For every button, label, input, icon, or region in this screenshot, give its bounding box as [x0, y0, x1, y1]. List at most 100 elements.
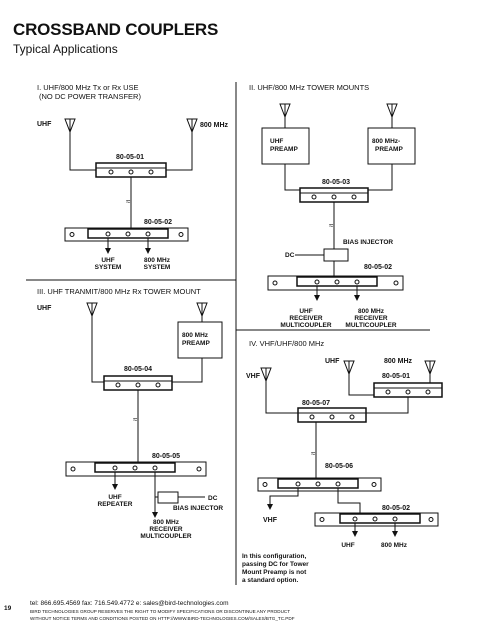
cable: [284, 164, 300, 191]
dc-label: DC: [208, 495, 218, 502]
bias-injector-box: [157, 491, 179, 504]
connector: [125, 231, 131, 237]
connector: [334, 279, 340, 285]
cable: [337, 488, 361, 513]
antenna-icon: [343, 360, 355, 375]
footer-contact: tel: 866.695.4569 fax: 716.549.4772 e: s…: [30, 600, 229, 607]
output-label: MULTICOUPLER: [140, 533, 191, 540]
cable: [91, 316, 104, 383]
page-number: 19: [4, 605, 12, 612]
connector: [108, 169, 114, 175]
800mhz-label: 800 MHz: [200, 122, 229, 129]
uhf-preamp-box: [261, 127, 310, 165]
connector: [155, 382, 161, 388]
connector: [372, 516, 378, 522]
arrow-down-icon: [152, 512, 158, 518]
connector: [112, 465, 118, 471]
connector: [115, 382, 121, 388]
arrow-down-icon: [112, 484, 118, 490]
mount-hole: [319, 517, 325, 522]
mount-hole: [393, 280, 399, 286]
dc-label: DC: [285, 252, 295, 259]
antenna-icon: [279, 103, 291, 118]
output-label: UHF: [108, 494, 121, 501]
preamp-label: PREAMP: [182, 340, 210, 347]
vhf-label: VHF: [263, 517, 278, 524]
coupler-box-80-05-02: [339, 513, 421, 524]
cable: [69, 132, 96, 171]
connector: [152, 465, 158, 471]
arrow-down-icon: [352, 531, 358, 537]
output-label: REPEATER: [98, 501, 133, 508]
connector: [295, 481, 301, 487]
arrow-down-icon: [145, 248, 151, 254]
connector: [405, 389, 411, 395]
connector: [132, 465, 138, 471]
mount-hole: [428, 517, 434, 522]
section-3-heading: III. UHF TRANMIT/800 MHz Rx TOWER MOUNT: [37, 287, 201, 296]
preamp-label: PREAMP: [375, 146, 403, 153]
output-label: UHF: [299, 308, 312, 315]
section-2-heading: II. UHF/800 MHz TOWER MOUNTS: [249, 83, 369, 92]
mount-hole: [371, 482, 377, 487]
connector: [128, 169, 134, 175]
antenna-icon: [86, 302, 98, 317]
part-label: 80-05-03: [322, 179, 350, 186]
part-label: 80-05-01: [116, 154, 144, 161]
cable-break-icon: ≈: [329, 221, 334, 230]
section-1-heading: I. UHF/800 MHz Tx or Rx USE: [37, 83, 139, 92]
part-label: 80-05-02: [382, 505, 410, 512]
uhf-label: UHF: [325, 358, 340, 365]
bias-injector-label: BIAS INJECTOR: [343, 239, 393, 246]
coupler-box-80-05-06: [277, 478, 359, 489]
preamp-label: PREAMP: [270, 146, 298, 153]
part-label: 80-05-06: [325, 463, 353, 470]
connector: [314, 279, 320, 285]
antenna-icon: [196, 302, 208, 317]
section-4-heading: IV. VHF/UHF/800 MHz: [249, 339, 324, 348]
part-label: 80-05-04: [124, 366, 152, 373]
coupler-box-80-05-05: [94, 462, 176, 473]
preamp-label: 800 MHz: [182, 332, 209, 339]
mount-hole: [196, 466, 202, 472]
connector: [352, 516, 358, 522]
mount-hole: [178, 232, 184, 237]
output-label: RECEIVER: [289, 315, 323, 322]
page-subtitle: Typical Applications: [13, 42, 118, 56]
cable: [269, 488, 299, 506]
arrow-down-icon: [392, 531, 398, 537]
antenna-icon: [260, 367, 272, 382]
connector: [349, 414, 355, 420]
section-1-subheading: (NO DC POWER TRANSFER): [39, 92, 141, 101]
output-label: SYSTEM: [144, 264, 171, 271]
connector: [329, 414, 335, 420]
antenna-icon: [424, 360, 436, 375]
connector: [105, 231, 111, 237]
part-label: 80-05-07: [302, 400, 330, 407]
arrow-down-icon: [314, 295, 320, 301]
antenna-icon: [386, 103, 398, 118]
connector: [315, 481, 321, 487]
coupler-box-80-05-02: [296, 276, 378, 287]
uhf-label: UHF: [37, 121, 52, 128]
mount-hole: [70, 466, 76, 472]
connector: [354, 279, 360, 285]
part-label: 80-05-05: [152, 453, 180, 460]
mount-hole: [262, 482, 268, 487]
cable: [166, 132, 193, 171]
note-text: Mount Preamp is not: [242, 569, 307, 576]
preamp-label: UHF: [270, 138, 283, 145]
cable-break-icon: ≈: [133, 415, 138, 424]
connector: [335, 481, 341, 487]
output-label: SYSTEM: [95, 264, 122, 271]
arrow-down-icon: [354, 295, 360, 301]
cable-break-icon: ≈: [126, 197, 131, 206]
output-label: UHF: [101, 257, 114, 264]
connector: [135, 382, 141, 388]
connector: [311, 194, 317, 200]
connector: [425, 389, 431, 395]
vhf-label: VHF: [246, 373, 261, 380]
output-label: MULTICOUPLER: [345, 322, 396, 329]
cable: [172, 358, 203, 383]
antenna-icon: [64, 118, 76, 133]
